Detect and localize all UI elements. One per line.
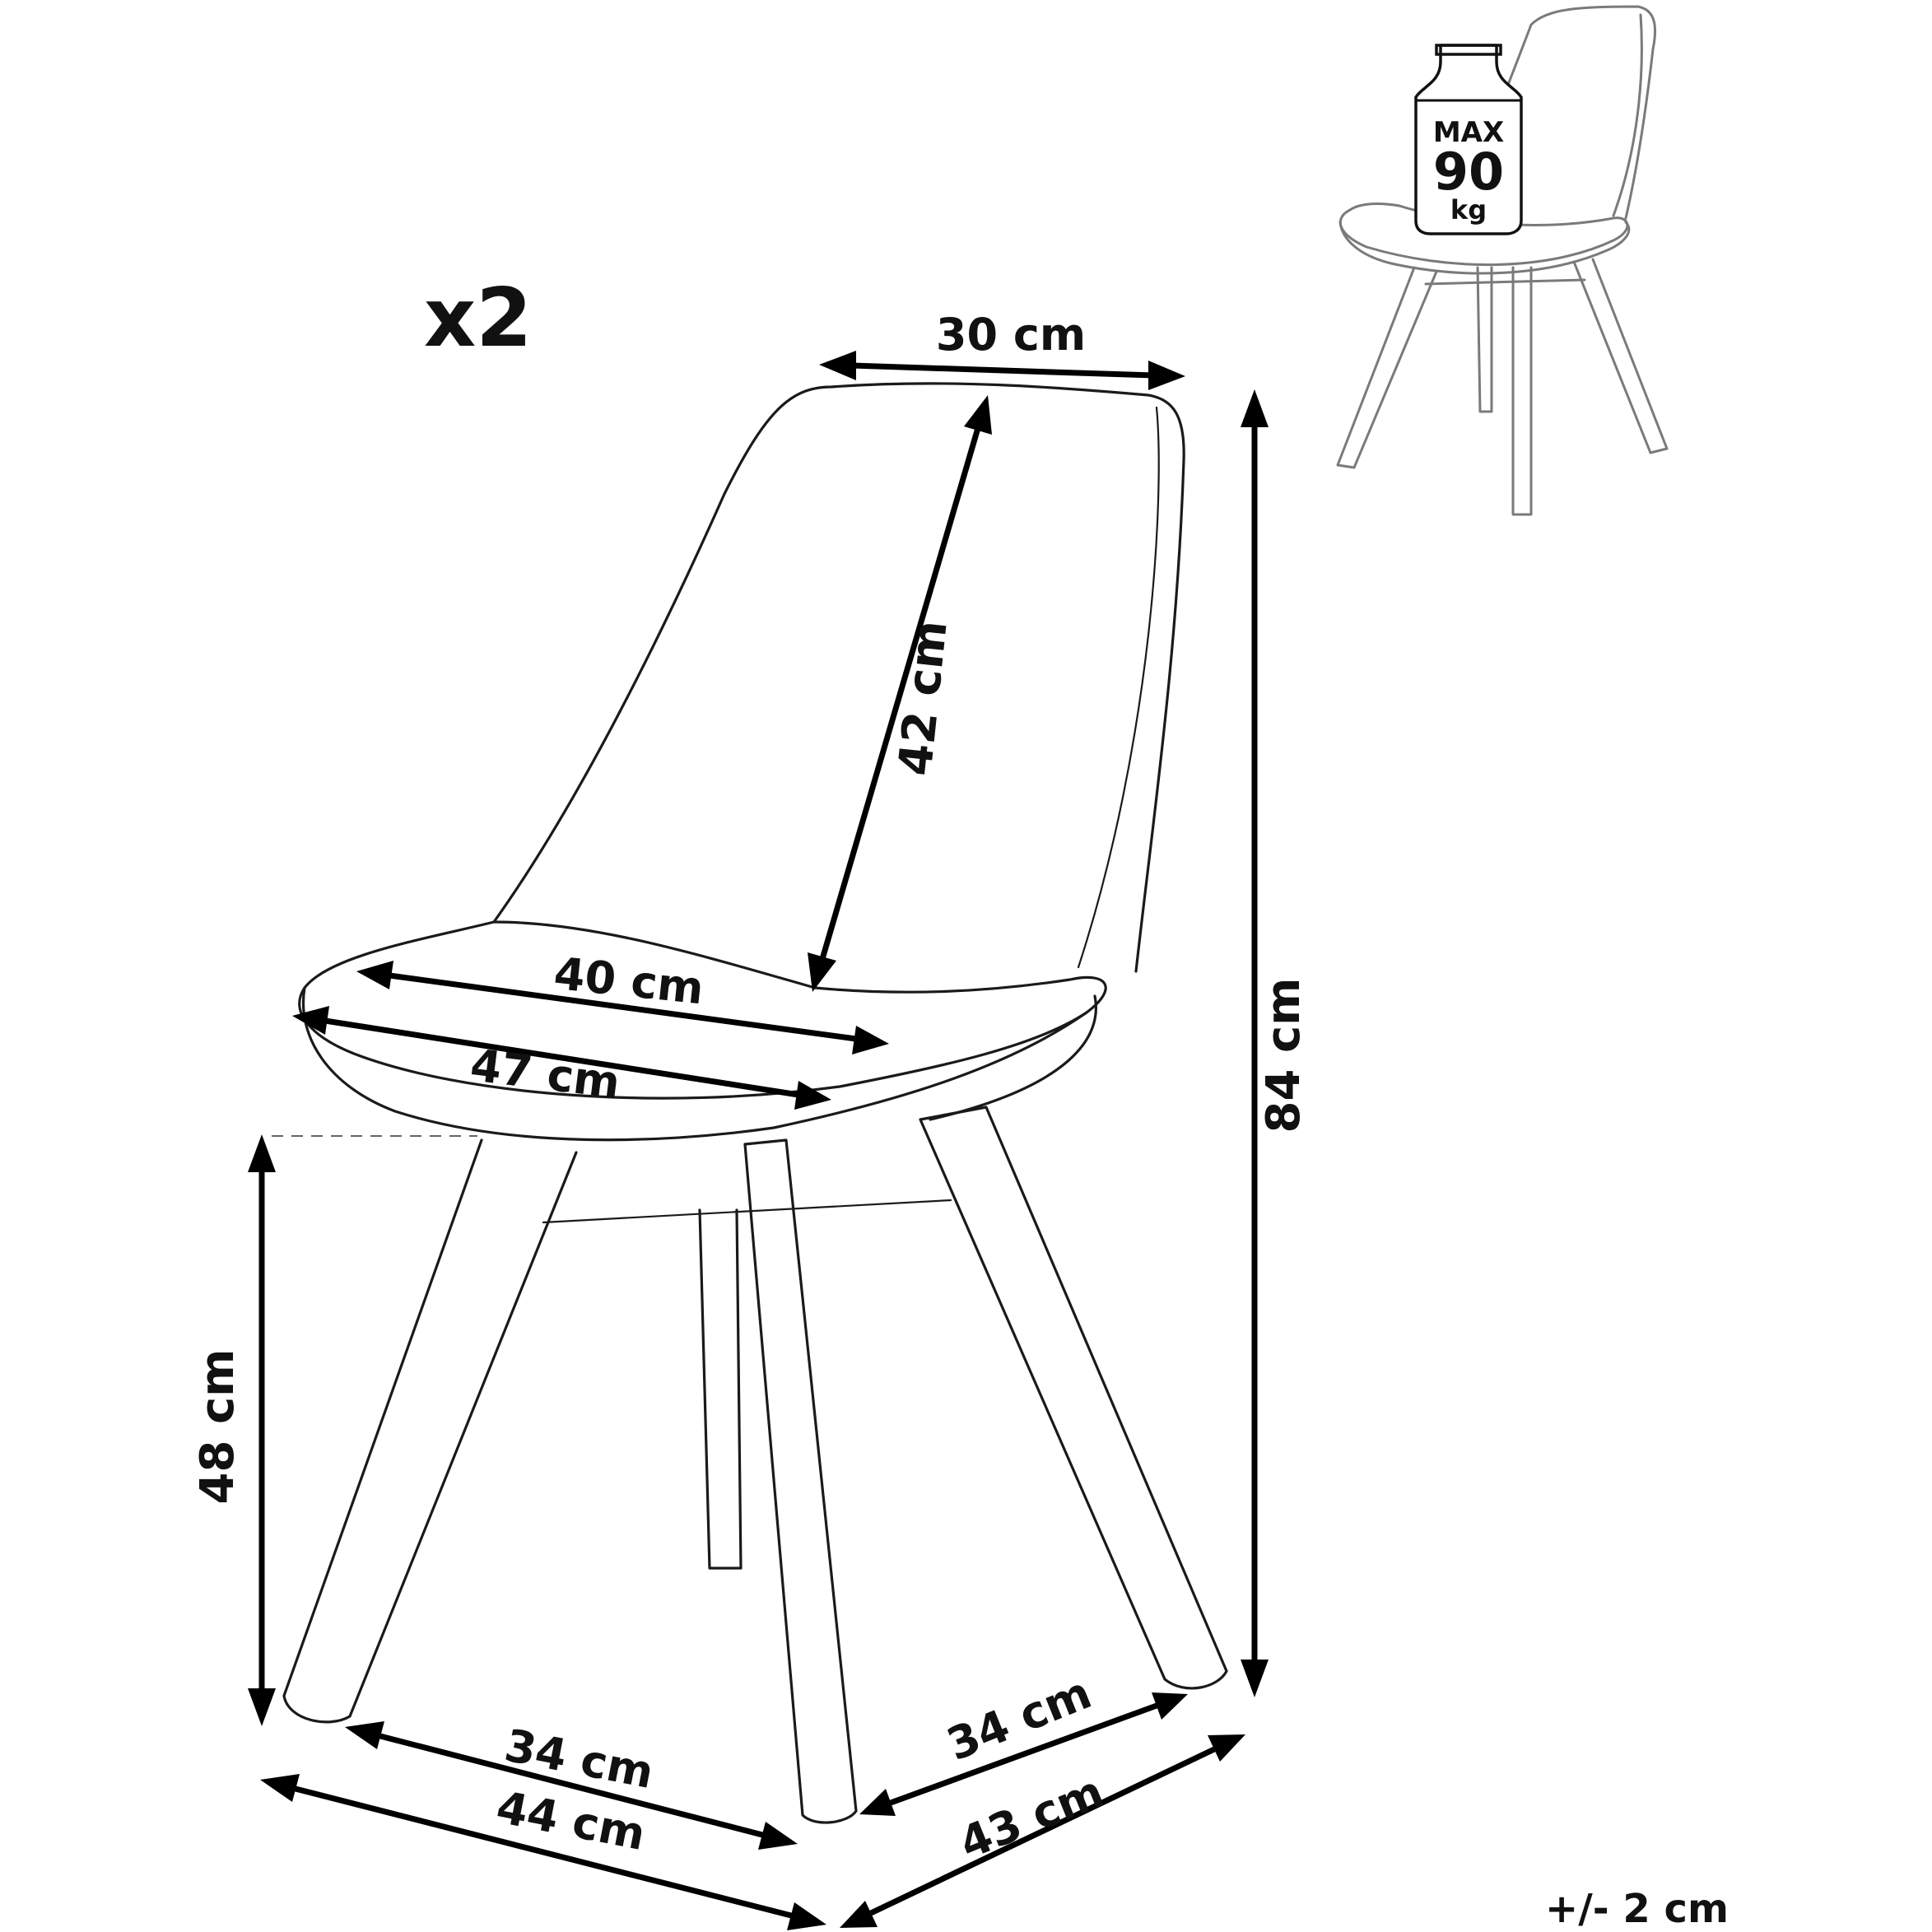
- max-load-icon: MAX 90 kg: [1336, 5, 1669, 516]
- label-42cm: 42 cm: [888, 618, 957, 779]
- mini-chair-crossbar: [1424, 278, 1586, 286]
- mini-chair-leg-right: [1572, 258, 1669, 454]
- tolerance-label: +/- 2 cm: [1545, 1886, 1729, 1932]
- mini-chair-leg-left: [1336, 266, 1438, 469]
- dim-line-30cm-top: [819, 351, 1185, 390]
- chair-seat-top: [298, 920, 1107, 1100]
- label-40cm: 40 cm: [552, 947, 706, 1015]
- chair-seat-underside: [929, 994, 1097, 1121]
- max-load-label-value: 90: [1433, 142, 1504, 202]
- chair-leg-front-center: [743, 1138, 858, 1824]
- chair-leg-front-left: [282, 1138, 578, 1724]
- mini-chair-seat: [1338, 203, 1629, 267]
- dimension-lines: [248, 351, 1269, 1930]
- dim-line-84cm-total: [1241, 389, 1269, 1697]
- dim-line-48cm-height: [248, 1134, 276, 1726]
- dim-line-40cm-seat: [356, 961, 889, 1054]
- max-load-label-unit: kg: [1450, 194, 1487, 226]
- label-47cm: 47 cm: [468, 1039, 623, 1109]
- dim-line-42cm-backrest: [808, 395, 992, 992]
- dim-line-34cm-left: [345, 1721, 798, 1850]
- label-43cm: 43 cm: [952, 1766, 1111, 1870]
- dim-line-34cm-right: [859, 1692, 1188, 1816]
- chair-frame-bar: [542, 1199, 952, 1224]
- mini-chair-leg-center: [1511, 266, 1533, 516]
- chair-illustration: [282, 382, 1228, 1824]
- mini-chair-backrest-edge: [1612, 13, 1643, 217]
- label-84cm: 84 cm: [1257, 978, 1311, 1134]
- label-48cm: 48 cm: [191, 1349, 244, 1505]
- chair-backrest: [492, 382, 1185, 973]
- chair-backrest-edge: [1077, 406, 1160, 969]
- label-30cm: 30 cm: [936, 309, 1086, 361]
- chair-seat-front: [302, 986, 1088, 1142]
- quantity-label: x2: [424, 272, 532, 365]
- dim-line-43cm-base: [840, 1734, 1245, 1928]
- chair-leg-back-right: [919, 1106, 1228, 1690]
- weight-jar: [1414, 44, 1523, 235]
- dim-line-47cm-seat: [292, 1006, 831, 1110]
- mini-chair-leg-back: [1476, 266, 1493, 413]
- chair-leg-back-left: [698, 1208, 743, 1570]
- dim-line-44cm-base: [260, 1774, 826, 1930]
- max-load-label-max: MAX: [1433, 116, 1504, 149]
